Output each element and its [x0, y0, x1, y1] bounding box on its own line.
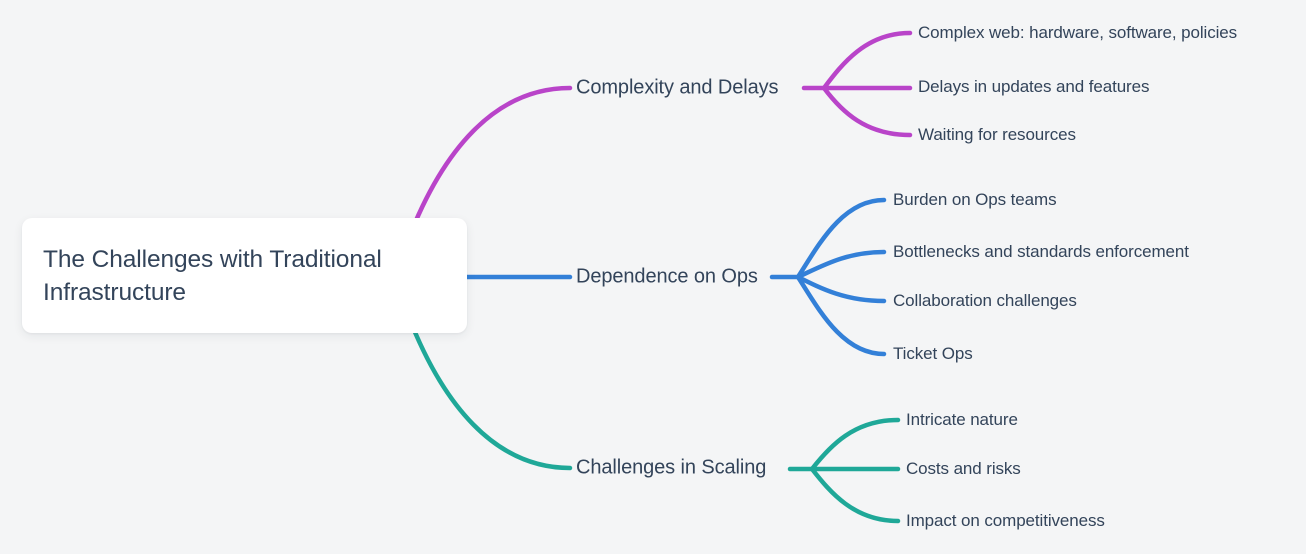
child-label-delays-in-updates[interactable]: Delays in updates and features [918, 77, 1150, 96]
branch-label-dependence-on-ops[interactable]: Dependence on Ops [576, 265, 758, 288]
edge-dependence-to-child-4 [795, 274, 887, 357]
child-label-intricate-nature[interactable]: Intricate nature [906, 410, 1018, 429]
edge-root-to-complexity [405, 85, 573, 243]
edge-dependence-to-child-3 [795, 274, 887, 304]
branch-label-challenges-in-scaling[interactable]: Challenges in Scaling [576, 456, 767, 479]
child-label-collaboration-challenges[interactable]: Collaboration challenges [893, 291, 1077, 310]
edge-scaling-to-child-3 [809, 466, 901, 524]
child-label-costs-and-risks[interactable]: Costs and risks [906, 459, 1021, 478]
root-node[interactable]: The Challenges with Traditional Infrastr… [22, 218, 467, 333]
edge-dependence-to-child-1 [795, 197, 887, 280]
child-label-burden-on-ops-teams[interactable]: Burden on Ops teams [893, 190, 1057, 209]
edge-dependence-to-child-2 [795, 249, 887, 280]
child-label-waiting-for-resources[interactable]: Waiting for resources [918, 125, 1076, 144]
child-label-complex-web[interactable]: Complex web: hardware, software, policie… [918, 23, 1238, 42]
child-label-bottlenecks-and-standards[interactable]: Bottlenecks and standards enforcement [893, 242, 1189, 261]
root-label: The Challenges with Traditional Infrastr… [43, 245, 382, 306]
edge-complexity-to-child-3 [821, 85, 913, 138]
edge-scaling-to-child-1 [809, 417, 901, 472]
branch-label-complexity-and-delays[interactable]: Complexity and Delays [576, 76, 779, 99]
edges-complexity [405, 30, 913, 243]
edge-root-to-scaling [405, 312, 573, 471]
child-label-impact-on-competitiveness[interactable]: Impact on competitiveness [906, 511, 1105, 530]
child-label-ticket-ops[interactable]: Ticket Ops [893, 344, 973, 363]
edges-scaling [405, 312, 901, 524]
edge-complexity-to-child-1 [821, 30, 913, 91]
